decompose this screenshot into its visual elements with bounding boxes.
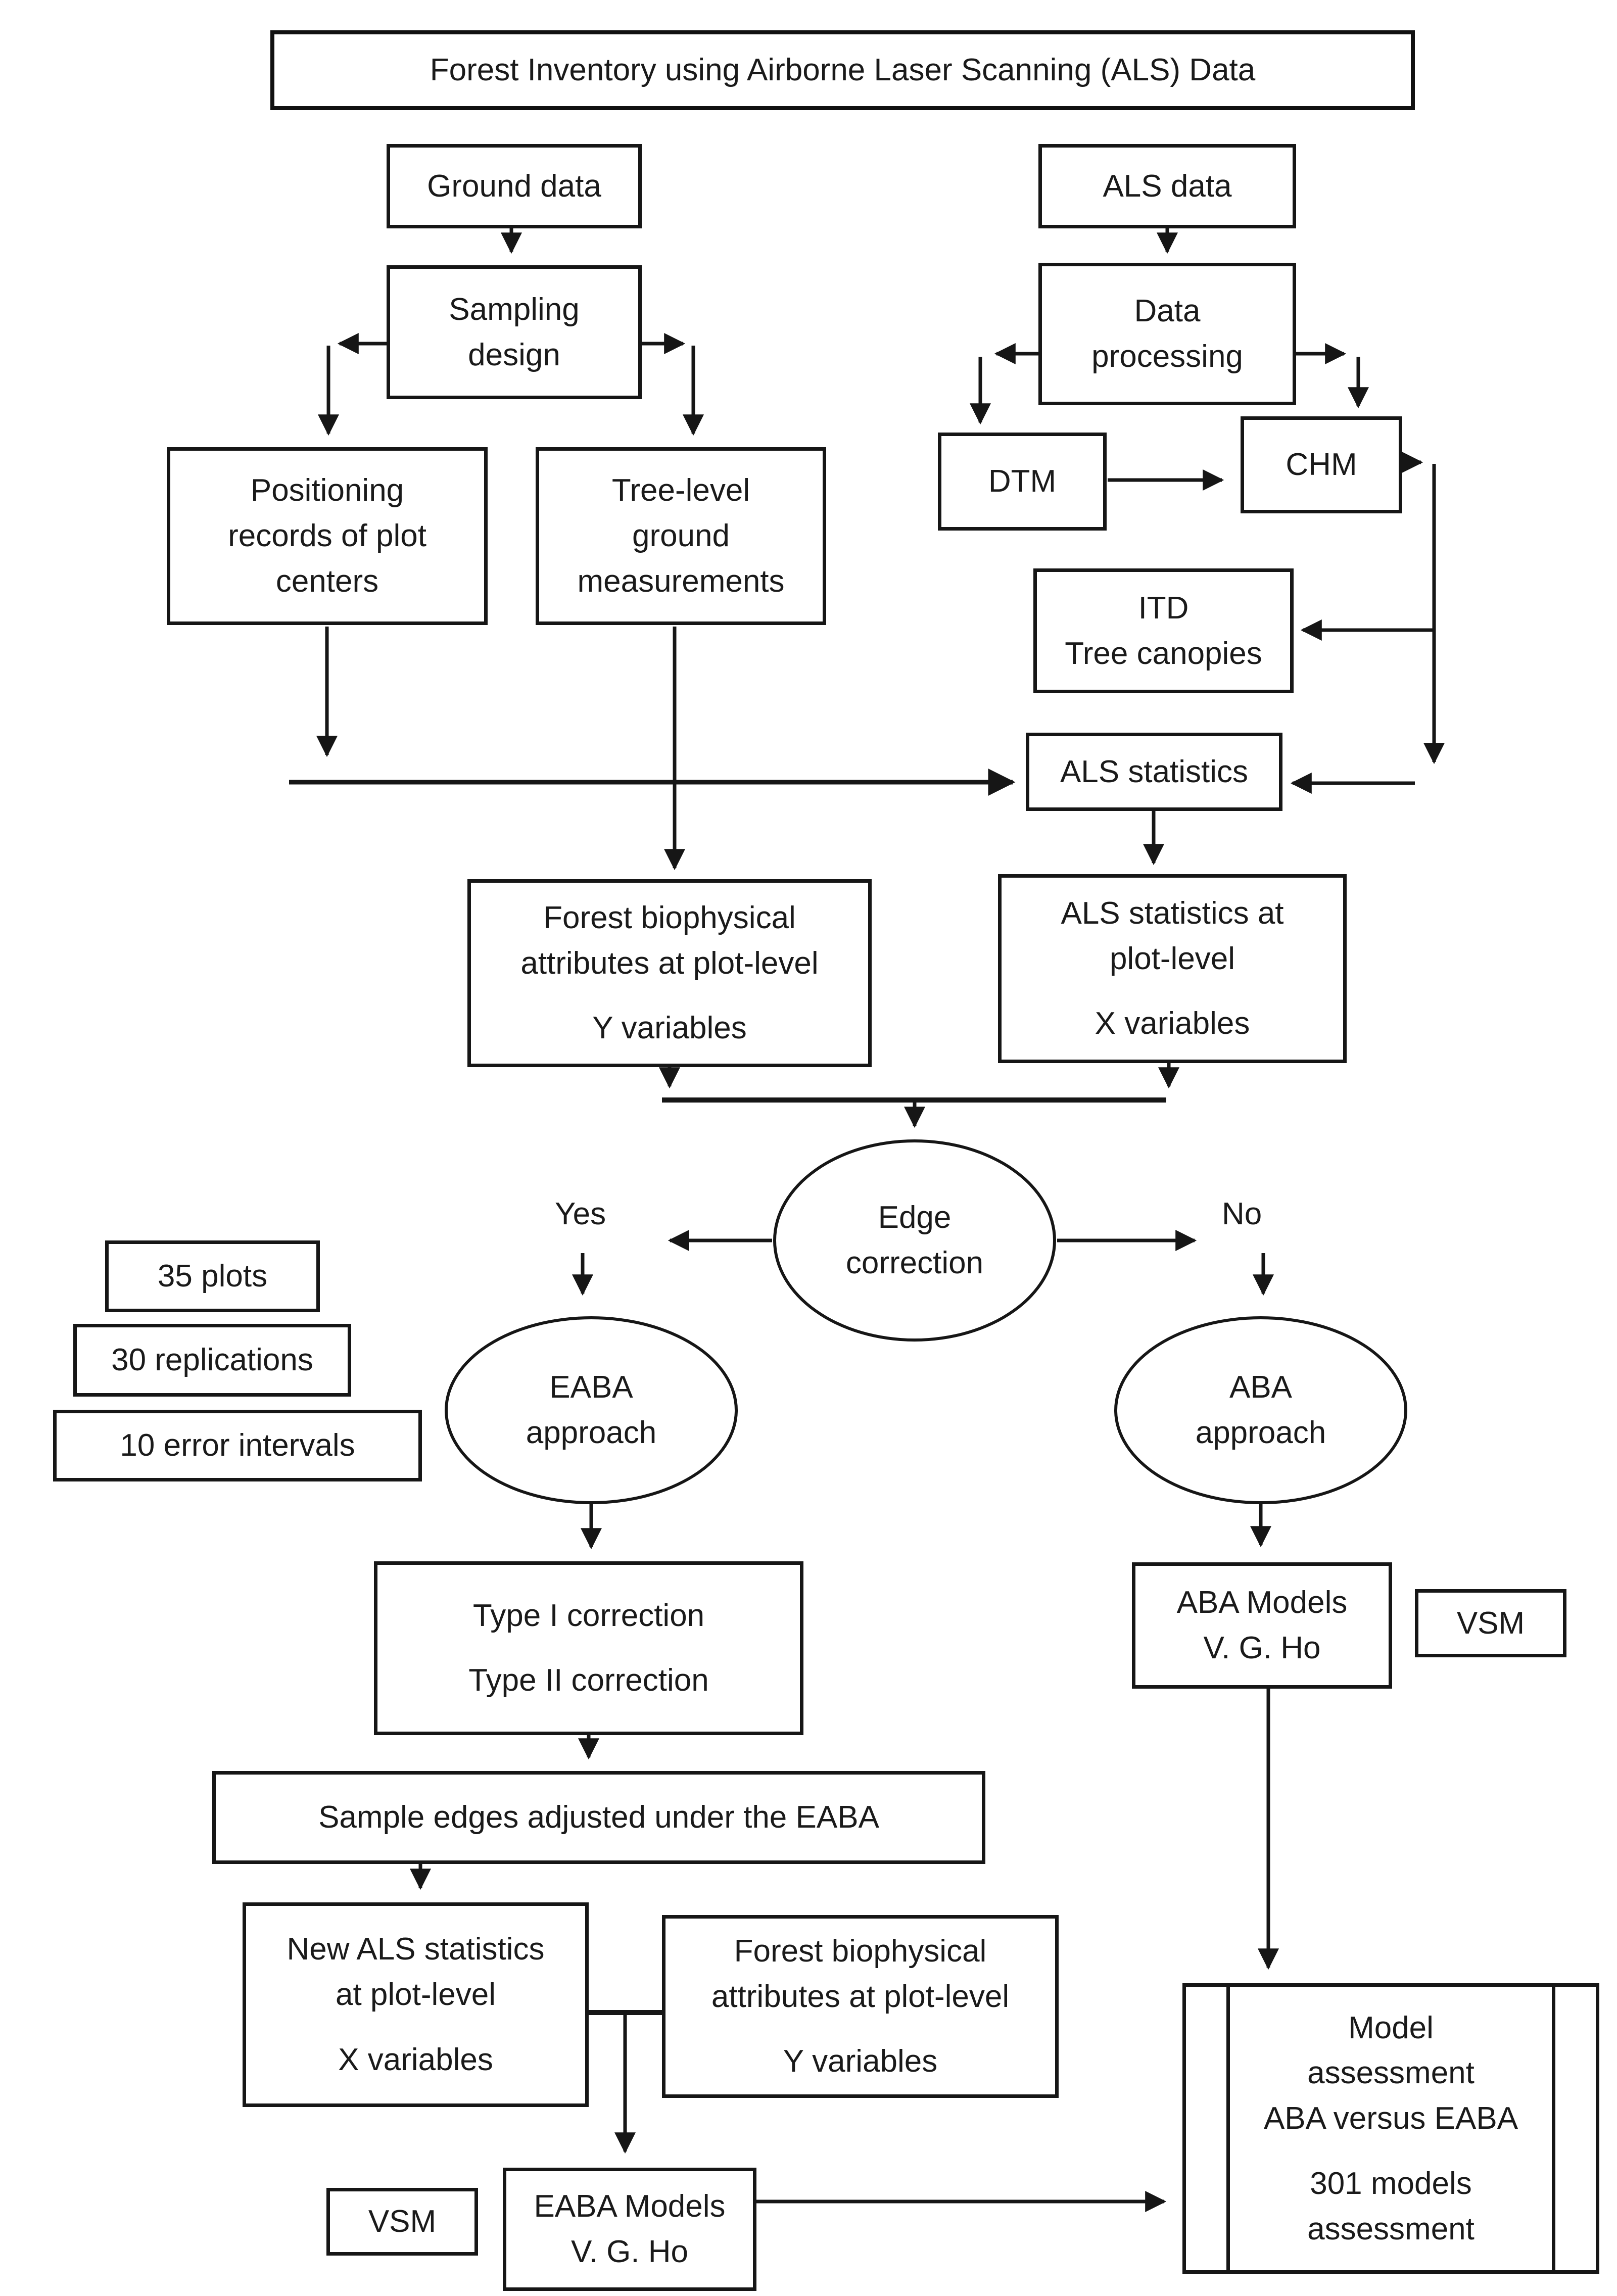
double-border-line-right (1552, 1987, 1555, 2270)
node-als-data: ALS data (1038, 144, 1296, 228)
node-ground-data: Ground data (387, 144, 642, 228)
node-als-statistics: ALS statistics (1026, 733, 1282, 811)
node-sampling-design: Sampling design (387, 265, 642, 399)
node-eaba-models: EABA Models V. G. Ho (503, 2168, 756, 2291)
node-positioning-records: Positioning records of plot centers (167, 447, 488, 625)
node-30-replications: 30 replications (73, 1324, 351, 1397)
node-data-processing: Data processing (1038, 263, 1296, 405)
node-itd-tree-canopies: ITD Tree canopies (1033, 568, 1294, 693)
node-forest-biophysical-2: Forest biophysical attributes at plot-le… (662, 1915, 1059, 2098)
node-vsm-left: VSM (326, 2188, 478, 2256)
title-text: Forest Inventory using Airborne Laser Sc… (430, 53, 1256, 88)
node-forest-biophysical-1: Forest biophysical attributes at plot-le… (467, 879, 872, 1067)
node-title: Forest Inventory using Airborne Laser Sc… (270, 30, 1415, 110)
branch-label-no: No (1222, 1197, 1262, 1231)
node-10-error-intervals: 10 error intervals (53, 1410, 422, 1481)
branch-label-yes: Yes (555, 1197, 606, 1231)
node-type-corrections: Type I correction Type II correction (374, 1561, 803, 1735)
node-new-als-statistics: New ALS statistics at plot-level X varia… (243, 1902, 589, 2107)
node-aba-models: ABA Models V. G. Ho (1132, 1562, 1392, 1689)
node-als-statistics-plot-level: ALS statistics at plot-level X variables (998, 874, 1347, 1063)
node-tree-level-measurements: Tree-level ground measurements (536, 447, 826, 625)
node-model-assessment: Model assessment ABA versus EABA 301 mod… (1182, 1983, 1599, 2274)
double-border-line-left (1226, 1987, 1230, 2270)
node-sample-edges-adjusted: Sample edges adjusted under the EABA (212, 1771, 985, 1864)
node-aba-approach: ABA approach (1114, 1316, 1407, 1504)
node-dtm: DTM (938, 433, 1107, 531)
node-chm: CHM (1241, 416, 1402, 513)
node-vsm-right: VSM (1415, 1589, 1566, 1657)
node-edge-correction-decision: Edge correction (773, 1139, 1056, 1342)
node-eaba-approach: EABA approach (445, 1316, 738, 1504)
node-35-plots: 35 plots (105, 1240, 320, 1312)
